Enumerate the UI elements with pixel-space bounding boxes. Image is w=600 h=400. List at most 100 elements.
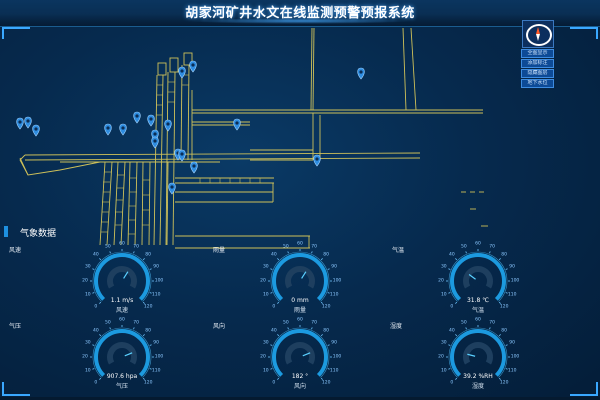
location-pin-icon[interactable] <box>233 118 241 131</box>
location-pin-icon[interactable] <box>178 149 186 162</box>
gauge-tick-label: 50 <box>460 244 467 250</box>
map-control-buttons: 全图显示 添加标注 隐藏图层 地下水位 <box>521 49 554 89</box>
gauge-tick-label: 90 <box>509 264 516 270</box>
gauge-tick-label: 100 <box>154 278 164 284</box>
location-pin-icon[interactable] <box>168 182 176 195</box>
gauge-tick-label: 90 <box>331 340 338 346</box>
gauge-tick-label: 0 <box>450 304 454 310</box>
gauge-tick-label: 100 <box>332 354 342 360</box>
location-pin-icon[interactable] <box>357 67 365 80</box>
gauge-tick-label: 40 <box>92 328 99 334</box>
gauge-tick-label: 100 <box>332 278 342 284</box>
gauge-tick-label: 110 <box>151 292 161 298</box>
gauge-tick-label: 80 <box>145 252 152 258</box>
gauge-value: 1.1 m/s <box>110 297 134 304</box>
map-button-full-view[interactable]: 全图显示 <box>521 49 554 58</box>
gauge-tick-label: 40 <box>270 328 277 334</box>
gauge-label-rainfall: 雨量 <box>213 247 226 254</box>
gauge-tick-label: 100 <box>510 278 520 284</box>
gauge-tick-label: 80 <box>501 328 508 334</box>
gauge-tick-label: 80 <box>145 328 152 334</box>
location-pin-icon[interactable] <box>32 124 40 137</box>
gauge-tick-label: 100 <box>510 354 520 360</box>
frame-corner-top-left <box>2 27 30 39</box>
location-pin-icon[interactable] <box>147 114 155 127</box>
gauge-tick-label: 110 <box>507 292 517 298</box>
gauge-tick-label: 40 <box>448 328 455 334</box>
gauge-tick-label: 110 <box>507 368 517 374</box>
location-pin-icon[interactable] <box>178 66 186 79</box>
map-button-hide-layer[interactable]: 隐藏图层 <box>521 69 554 78</box>
map-button-add-marker[interactable]: 添加标注 <box>521 59 554 68</box>
gauge-tick-label: 20 <box>260 278 266 284</box>
gauge-tick-label: 120 <box>499 304 509 310</box>
gauge-tick-label: 30 <box>262 264 269 270</box>
gauge-tick-label: 70 <box>311 244 318 250</box>
gauge-tick-label: 30 <box>440 340 447 346</box>
gauge-tick-label: 30 <box>84 264 91 270</box>
gauge-name: 风向 <box>293 383 306 390</box>
location-pin-icon[interactable] <box>313 154 321 167</box>
gauge-tick-label: 0 <box>272 380 276 386</box>
gauge-tick-label: 80 <box>501 252 508 258</box>
gauge-tick-label: 120 <box>143 304 153 310</box>
section-title: 气象数据 <box>20 229 57 239</box>
gauge-tick-label: 10 <box>440 292 447 298</box>
location-pin-icon[interactable] <box>133 111 141 124</box>
gauge-tick-label: 10 <box>262 368 269 374</box>
gauge-tick-label: 70 <box>311 320 318 326</box>
gauge-tick-label: 110 <box>329 292 339 298</box>
tunnel-lines <box>19 28 488 249</box>
gauge-tick-label: 50 <box>104 244 111 250</box>
gauge-name: 风速 <box>115 307 128 314</box>
gauge-tick-label: 120 <box>321 304 331 310</box>
gauge-tick-label: 60 <box>119 241 125 247</box>
gauge-tick-label: 20 <box>82 278 88 284</box>
location-pin-icon[interactable] <box>104 123 112 136</box>
map-button-groundwater[interactable]: 地下水位 <box>521 79 554 88</box>
map-markers <box>16 60 365 195</box>
location-pin-icon[interactable] <box>151 136 159 149</box>
gauge-tick-label: 0 <box>450 380 454 386</box>
gauge-tick-label: 10 <box>440 368 447 374</box>
gauge-tick-label: 40 <box>92 252 99 258</box>
mine-map[interactable] <box>0 28 600 258</box>
location-pin-icon[interactable] <box>189 60 197 73</box>
gauge-tick-label: 90 <box>153 340 160 346</box>
gauge-tick-label: 20 <box>438 278 444 284</box>
gauge-tick-label: 100 <box>154 354 164 360</box>
gauge-tick-label: 10 <box>84 368 91 374</box>
gauge-label-pressure: 气压 <box>9 323 22 330</box>
gauge-tick-label: 20 <box>82 354 88 360</box>
gauge-tick-label: 50 <box>460 320 467 326</box>
gauge-tick-label: 90 <box>331 264 338 270</box>
gauge-tick-label: 20 <box>260 354 266 360</box>
location-pin-icon[interactable] <box>190 161 198 174</box>
location-pin-icon[interactable] <box>24 116 32 129</box>
gauge-tick-label: 110 <box>151 368 161 374</box>
gauge-tick-label: 20 <box>438 354 444 360</box>
gauge-tick-label: 120 <box>499 380 509 386</box>
gauge-tick-label: 50 <box>282 244 289 250</box>
gauge-tick-label: 70 <box>489 320 496 326</box>
location-pin-icon[interactable] <box>164 119 172 132</box>
section-accent-bar <box>4 226 8 237</box>
gauge-tick-label: 30 <box>440 264 447 270</box>
gauge-label-wind-speed: 风速 <box>9 247 22 254</box>
compass-button[interactable] <box>522 20 554 48</box>
compass-needle-north <box>536 27 540 34</box>
gauge-tick-label: 90 <box>509 340 516 346</box>
frame-corner-bottom-left <box>2 382 30 396</box>
compass-needle-south <box>536 34 540 41</box>
gauge-tick-label: 60 <box>297 241 303 247</box>
location-pin-icon[interactable] <box>119 123 127 136</box>
frame-corner-bottom-right <box>570 382 598 396</box>
location-pin-icon[interactable] <box>16 117 24 130</box>
gauge-tick-label: 70 <box>489 244 496 250</box>
gauge-tick-label: 50 <box>104 320 111 326</box>
